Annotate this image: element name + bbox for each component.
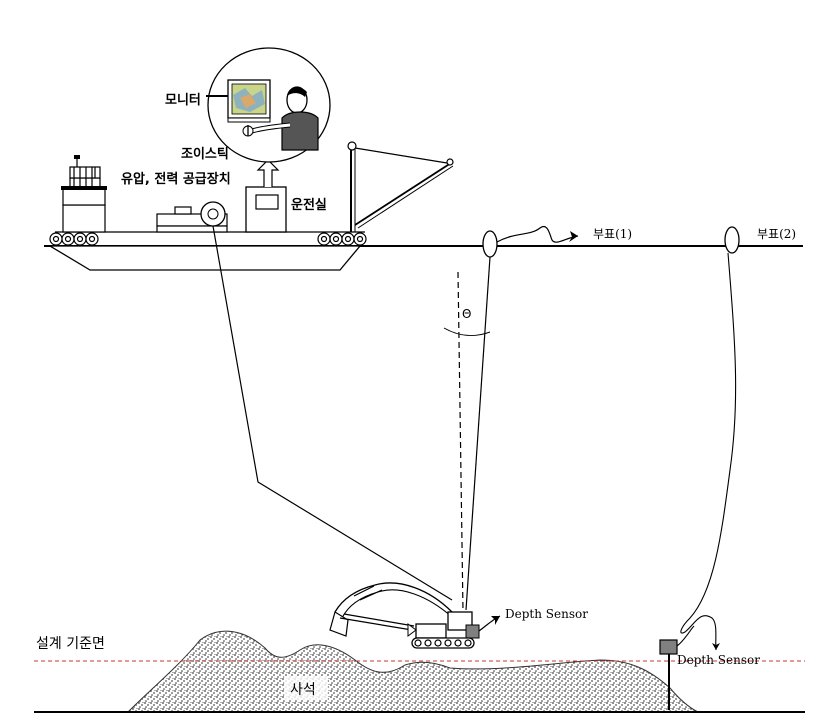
underwater-excavator bbox=[329, 582, 501, 649]
buoy-2-label: 부표(2) bbox=[757, 227, 796, 241]
depth-sensor-2 bbox=[659, 625, 695, 710]
depth-sensor-2-icon bbox=[659, 639, 678, 655]
monitor-label: 모니터 bbox=[165, 92, 201, 108]
depth-sensor-1-label: Depth Sensor bbox=[505, 607, 588, 621]
joystick-label: 조이스틱 bbox=[181, 146, 229, 162]
operator-bubble bbox=[206, 47, 331, 163]
power-unit bbox=[156, 201, 228, 233]
depth-sensor-2-label: Depth Sensor bbox=[677, 653, 760, 667]
buoy-1-label: 부표(1) bbox=[593, 227, 632, 241]
control-room-building bbox=[245, 186, 287, 233]
power-unit-label: 유압, 전력 공급장치 bbox=[121, 171, 231, 187]
bollards-left bbox=[49, 232, 99, 246]
crane bbox=[347, 141, 454, 232]
bollards-right bbox=[317, 232, 367, 246]
barge bbox=[47, 141, 454, 271]
angle-arc bbox=[443, 327, 491, 336]
design-level-label: 설계 기준면 bbox=[36, 636, 105, 652]
barge-tower bbox=[61, 155, 107, 233]
rubble-label: 사석 bbox=[290, 682, 316, 698]
vertical-reference-line bbox=[457, 271, 464, 613]
buoy-1 bbox=[465, 226, 579, 611]
up-arrow bbox=[256, 159, 280, 187]
buoy-2 bbox=[680, 226, 740, 651]
theta-label: Θ bbox=[462, 307, 471, 321]
monitor-icon bbox=[227, 79, 271, 123]
control-room-label: 운전실 bbox=[291, 197, 327, 213]
operator-person-icon bbox=[242, 86, 319, 151]
rubble-mound bbox=[126, 630, 699, 713]
umbilical-cable bbox=[212, 225, 453, 601]
rubble-label-box: 사석 bbox=[284, 676, 328, 700]
depth-sensor-1-icon bbox=[465, 624, 480, 639]
